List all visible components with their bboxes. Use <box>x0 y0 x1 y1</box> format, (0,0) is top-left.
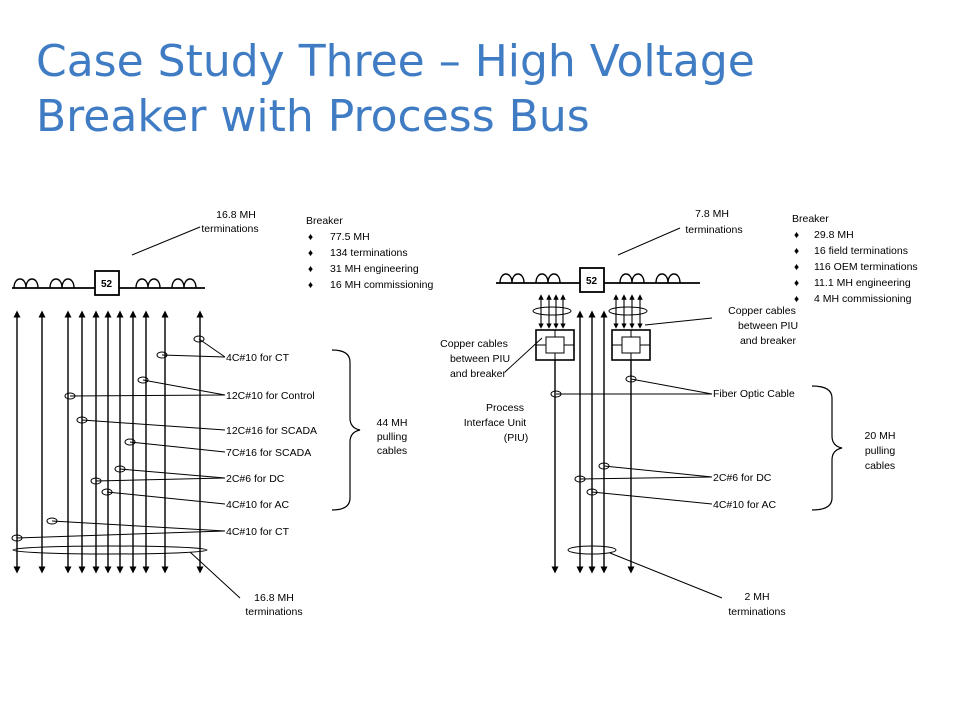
svg-text:♦: ♦ <box>794 246 799 257</box>
svg-text:4C#10 for AC: 4C#10 for AC <box>713 499 776 511</box>
svg-text:♦: ♦ <box>308 280 313 291</box>
svg-text:Copper cables: Copper cables <box>440 338 508 350</box>
svg-text:♦: ♦ <box>794 278 799 289</box>
right-ct-coils-2 <box>619 273 681 284</box>
svg-text:11.1 MH engineering: 11.1 MH engineering <box>814 277 911 289</box>
svg-text:♦: ♦ <box>794 230 799 241</box>
right-piu-label: Process Interface Unit (PIU) <box>464 402 528 444</box>
right-leaders <box>504 227 723 599</box>
svg-text:7C#16 for SCADA: 7C#16 for SCADA <box>226 447 311 459</box>
svg-text:2C#6 for DC: 2C#6 for DC <box>226 473 285 485</box>
svg-text:44 MH: 44 MH <box>377 417 408 429</box>
svg-text:116 OEM terminations: 116 OEM terminations <box>814 261 918 273</box>
right-copper-right <box>613 294 643 329</box>
left-cable-leaders <box>11 226 241 599</box>
svg-text:16 field terminations: 16 field terminations <box>814 245 908 257</box>
svg-text:between PIU: between PIU <box>738 320 798 332</box>
left-top-term-2: terminations <box>201 223 258 235</box>
right-stats-bullets: ♦ 29.8 MH ♦ 16 field terminations ♦ 116 OEM… <box>794 229 918 305</box>
left-vertical-cables <box>13 310 204 574</box>
svg-text:pulling: pulling <box>865 445 896 457</box>
svg-text:20 MH: 20 MH <box>865 430 896 442</box>
svg-text:cables: cables <box>377 445 407 457</box>
right-copper-label-right: Copper cables between PIU and breaker <box>728 305 798 347</box>
left-breaker-box <box>94 270 120 296</box>
svg-text:♦: ♦ <box>308 264 313 275</box>
svg-text:12C#10 for Control: 12C#10 for Control <box>226 390 315 402</box>
svg-text:Process: Process <box>486 402 524 414</box>
right-cable-labels: Fiber Optic Cable 2C#6 for DC 4C#10 for … <box>713 388 795 511</box>
right-top-term-2: terminations <box>685 224 742 236</box>
svg-text:4C#10 for CT: 4C#10 for CT <box>226 352 290 364</box>
left-pulling-label: 44 MH pulling cables <box>377 417 408 457</box>
svg-text:4C#10 for AC: 4C#10 for AC <box>226 499 289 511</box>
left-cable-labels: 4C#10 for CT 12C#10 for Control 12C#16 f… <box>226 352 317 538</box>
right-breaker-box <box>579 267 605 293</box>
right-pulling-brace <box>811 385 843 511</box>
svg-text:and breaker: and breaker <box>740 335 797 347</box>
right-top-term-1: 7.8 MH <box>695 208 729 220</box>
svg-text:cables: cables <box>865 460 895 472</box>
svg-text:Copper cables: Copper cables <box>728 305 796 317</box>
left-top-term-1: 16.8 MH <box>216 209 256 221</box>
svg-text:134 terminations: 134 terminations <box>330 247 408 259</box>
right-pulling-label: 20 MH pulling cables <box>865 430 896 472</box>
svg-text:4C#10 for CT: 4C#10 for CT <box>226 526 290 538</box>
right-labels: 52 7.8 MH terminations Breaker ♦ 29.8 MH … <box>440 208 918 618</box>
right-bottom-term-1: 2 MH <box>744 591 769 603</box>
right-stats-header: Breaker <box>792 213 829 225</box>
svg-text:77.5 MH: 77.5 MH <box>330 231 370 243</box>
svg-text:2C#6 for DC: 2C#6 for DC <box>713 472 772 484</box>
svg-text:pulling: pulling <box>377 431 408 443</box>
right-copper-label-left: Copper cables between PIU and breaker <box>440 338 510 380</box>
right-ct-coils-1 <box>499 273 561 284</box>
left-diagram <box>11 226 361 599</box>
left-ct-coils-1 <box>13 278 75 289</box>
slide-title: Case Study Three – High Voltage Breaker … <box>36 34 936 144</box>
svg-text:12C#16 for SCADA: 12C#16 for SCADA <box>226 425 317 437</box>
right-piu-left <box>535 329 575 361</box>
right-breaker-number: 52 <box>586 276 598 287</box>
title-line-2: Breaker with Process Bus <box>36 91 590 142</box>
left-stats-bullets: ♦ 77.5 MH ♦ 134 terminations ♦ 31 MH engine… <box>308 231 433 291</box>
right-piu-right <box>611 329 651 361</box>
svg-text:between PIU: between PIU <box>450 353 510 365</box>
right-diagram <box>496 227 843 599</box>
left-breaker-number: 52 <box>101 279 113 290</box>
svg-text:♦: ♦ <box>308 232 313 243</box>
svg-text:♦: ♦ <box>794 262 799 273</box>
svg-text:Fiber Optic Cable: Fiber Optic Cable <box>713 388 795 400</box>
svg-text:♦: ♦ <box>308 248 313 259</box>
title-line-1: Case Study Three – High Voltage <box>36 36 755 87</box>
svg-text:and breaker: and breaker <box>450 368 507 380</box>
right-copper-left <box>538 294 566 329</box>
svg-text:16 MH commissioning: 16 MH commissioning <box>330 279 433 291</box>
left-pulling-brace <box>331 349 361 511</box>
svg-text:♦: ♦ <box>794 294 799 305</box>
left-stats-header: Breaker <box>306 215 343 227</box>
svg-text:4 MH commissioning: 4 MH commissioning <box>814 293 912 305</box>
left-ct-coils-2 <box>135 278 197 289</box>
svg-text:Interface Unit: Interface Unit <box>464 417 527 429</box>
right-vertical-cables-2 <box>576 310 608 574</box>
right-bottom-term-2: terminations <box>728 606 785 618</box>
left-bottom-term-2: terminations <box>245 606 302 618</box>
svg-text:31 MH engineering: 31 MH engineering <box>330 263 419 275</box>
svg-text:29.8 MH: 29.8 MH <box>814 229 854 241</box>
left-labels: 52 16.8 MH terminations Breaker ♦ 77.5 MH… <box>101 209 433 618</box>
right-vertical-cables <box>551 360 635 574</box>
left-bottom-term-1: 16.8 MH <box>254 592 294 604</box>
svg-text:(PIU): (PIU) <box>504 432 529 444</box>
